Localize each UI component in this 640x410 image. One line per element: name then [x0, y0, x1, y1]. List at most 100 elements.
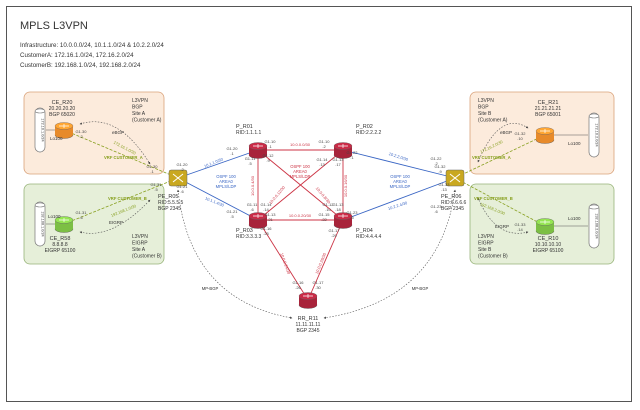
port-label-pe5-b: G1.31 — [151, 182, 163, 187]
port-label-r04-r01: .10 — [325, 207, 331, 212]
network-cylinder-customer-a-site-b-label: 172.16.2.0/24 — [595, 123, 599, 146]
site-label-customer-b-site-b: (Customer B) — [478, 254, 508, 260]
port-label-r04-pe: .5 — [350, 215, 354, 220]
router-icon-p-r01 — [248, 142, 268, 159]
site-label-customer-a-site-a: (Customer A) — [132, 118, 162, 124]
router-icon-ce-r21-arrows — [540, 129, 550, 133]
node-label-ce-r20: 20.20.20.20 — [49, 106, 76, 112]
node-label-pe-r05: RID:5.5.5.5 — [158, 200, 184, 206]
node-label-rr-r11: 11.11.11.11 — [296, 322, 321, 328]
node-label-p-r04: P_R04 — [356, 228, 373, 234]
node-label-pe-r06: RID:6.6.6.6 — [441, 200, 467, 206]
router-icon-p-r03 — [248, 212, 268, 229]
network-cylinder-customer-b-site-a-label: 192.168.1.0/24 — [41, 211, 45, 236]
port-label-r04-r11: .29 — [331, 233, 337, 238]
network-cylinder-customer-b-site-b: 192.168.2.0/24 — [588, 203, 600, 249]
site-label-customer-a-site-a: Site A — [132, 111, 146, 117]
port-label-ce20: G1.30 — [76, 129, 88, 134]
network-cylinder-customer-a-site-a: 172.16.1.0/24 — [34, 107, 46, 153]
port-label-pe6-r02: G1.22 — [431, 156, 443, 161]
subnet-label-r03-r04: 10.0.0.20/30 — [289, 213, 312, 218]
ebgp-session-left — [79, 121, 151, 165]
diagram-frame — [6, 6, 632, 402]
site-label-customer-b-site-a: Site A — [132, 247, 146, 253]
protocol-label-ebgp-right: eBGP — [500, 130, 512, 135]
router-icon-p-r04-body — [334, 216, 352, 225]
vrf-label-customer-b-right: VRF CUSTOMER_B — [474, 196, 513, 201]
node-label-rr-r11: BGP 2345 — [297, 328, 320, 334]
port-label-r04-r02: G1.13 — [333, 202, 345, 207]
subnet-label-r06-r02: 10.2.2.0/30 — [388, 151, 409, 162]
loopback-label-ce-r10: Lo100 — [568, 216, 581, 221]
router-icon-p-r03-arrows — [253, 214, 263, 218]
eigrp-session-left — [79, 199, 151, 234]
port-label-r03-r04: G1.13 — [265, 212, 277, 217]
site-label-customer-b-site-a: L3VPN — [132, 234, 148, 240]
port-label-r04-r01: G1.12 — [323, 202, 335, 207]
node-label-ce-r10: EIGRP 65100 — [533, 248, 564, 254]
router-icon-p-r01-arrows — [253, 144, 263, 148]
port-label-pe5-r01: G1.20 — [177, 162, 189, 167]
protocol-label-ospf-center: MPLS/LDP — [290, 174, 311, 179]
protocol-label-ospf-right: OSPF 100 — [390, 174, 410, 179]
router-icon-ce-r58-arrows — [59, 218, 69, 222]
port-label-r01-r04: .9 — [266, 158, 270, 163]
router-icon-p-r02-body — [334, 146, 352, 155]
router-icon-ce-r10-arrows — [540, 220, 550, 224]
protocol-label-ospf-center: AREA0 — [293, 169, 307, 174]
port-label-r03-r01: .6 — [250, 207, 254, 212]
port-label-pe5-a: G1.30 — [147, 164, 159, 169]
port-label-r04-r03: G1.15 — [319, 212, 331, 217]
link-pe-r06-p-r02 — [342, 149, 456, 179]
port-label-r02-pe: G1.22 — [347, 150, 359, 155]
node-label-p-r03: RID:3.3.3.3 — [236, 234, 262, 240]
switch-icon-pe-r05 — [168, 169, 188, 187]
port-label-r04-r03: .22 — [321, 217, 327, 222]
router-icon-p-r02-arrows — [338, 144, 348, 148]
network-cylinder-customer-a-site-a-body — [34, 107, 46, 153]
port-label-ce58: G1.31 — [76, 210, 88, 215]
network-cylinder-customer-b-site-a-body — [34, 201, 46, 247]
network-cylinder-customer-b-site-b-label: 192.168.2.0/24 — [595, 213, 599, 238]
port-label-r11-r03: G1.16 — [293, 280, 305, 285]
router-icon-p-r02 — [333, 142, 353, 159]
port-label-r04-r02: .18 — [335, 207, 341, 212]
port-label-r03-pe: G1.21 — [227, 209, 239, 214]
port-label-r03-r02: .14 — [263, 207, 269, 212]
port-label-pe6-r02: .2 — [434, 161, 438, 166]
router-icon-ce-r58 — [54, 216, 74, 233]
subnet-label-r03-r11: 10.0.0.24/30 — [279, 252, 292, 275]
network-cylinder-customer-b-site-b-body — [588, 203, 600, 249]
network-cylinder-customer-a-site-b-top — [588, 113, 600, 119]
node-label-ce-r58: CE_R58 — [50, 236, 71, 242]
node-label-ce-r21: 21.21.21.21 — [535, 106, 562, 112]
port-label-r01-r03: .5 — [248, 161, 252, 166]
site-label-customer-a-site-b: (Customer A) — [478, 118, 508, 124]
node-label-ce-r58: 8.8.8.8 — [52, 242, 68, 248]
router-icon-rr-r11 — [298, 292, 318, 309]
site-label-customer-b-site-b: EIGRP — [478, 241, 494, 247]
port-label-r03-r04: .21 — [267, 217, 273, 222]
site-label-customer-a-site-a: L3VPN — [132, 98, 148, 104]
port-label-pe6-b: G1.33 — [439, 182, 451, 187]
port-label-ce10: .14 — [517, 227, 523, 232]
loopback-label-ce-r20: Lo100 — [50, 136, 63, 141]
loopback-label-ce-r21: Lo100 — [568, 141, 581, 146]
switch-icon-pe-r06 — [445, 169, 465, 187]
port-label-pe6-r04: .6 — [434, 209, 438, 214]
node-label-p-r02: RID:2.2.2.2 — [356, 130, 382, 136]
port-label-r02-pe: .1 — [350, 155, 354, 160]
ebgp-session-right — [477, 123, 529, 163]
site-label-customer-a-site-b: BGP — [478, 105, 489, 111]
port-label-r11-r03: .26 — [295, 285, 301, 290]
link-pe-r05-p-r01 — [177, 149, 259, 179]
router-icon-rr-r11-body — [299, 296, 317, 305]
port-label-r01-pe: G1.20 — [227, 146, 239, 151]
router-icon-p-r04-arrows — [338, 214, 348, 218]
port-label-r02-r04: .17 — [335, 162, 341, 167]
node-label-ce-r20: CE_R20 — [52, 100, 73, 106]
port-label-r04-r11: G1.17 — [329, 228, 341, 233]
port-label-r02-r01: .2 — [322, 144, 326, 149]
protocol-label-ospf-center: OSPF 100 — [290, 164, 310, 169]
